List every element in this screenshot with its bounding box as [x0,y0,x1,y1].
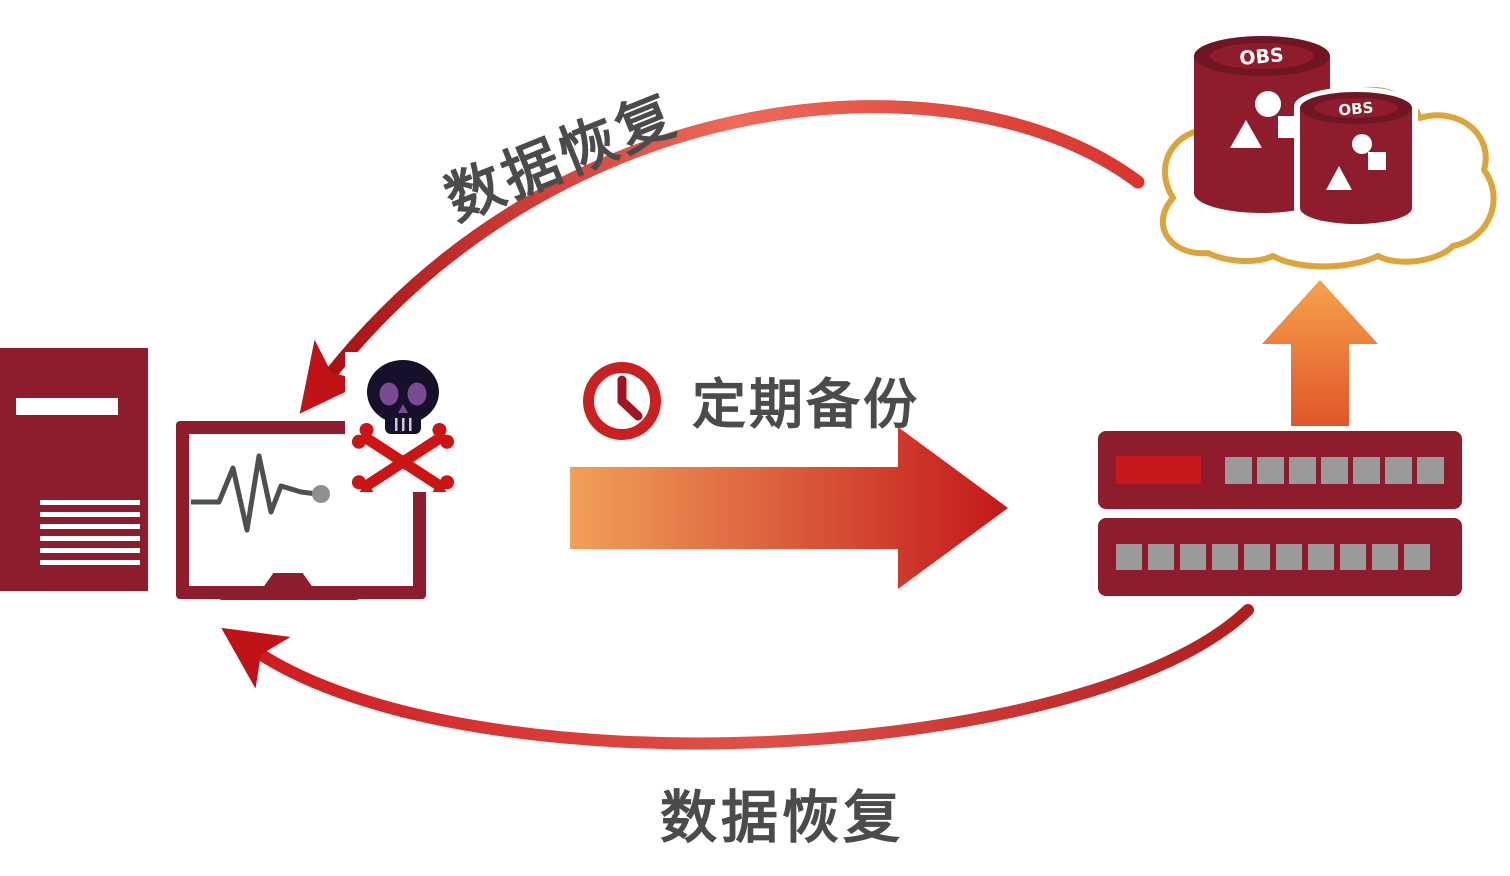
drum-triangle-glyph [1230,120,1262,148]
clock-hand-hour [617,396,643,421]
appliance-indicator [1116,456,1201,484]
drive-slot-row [1225,456,1444,484]
drive-slot [1321,456,1348,484]
drive-slot [1225,456,1252,484]
skull-crossbones-icon [345,352,461,502]
obs-label-left: OBS [1239,44,1285,70]
recovery-label-bottom: 数据恢复 [660,785,904,851]
backup-appliance-icon [1098,431,1462,596]
drive-slot [1276,544,1302,570]
drive-slot [1385,456,1412,484]
recovery-arrow-bottom-icon [221,604,1254,750]
appliance-unit-bottom [1098,518,1462,596]
server-tower-icon [0,348,148,591]
drive-slot [1148,544,1174,570]
server-vent-line [40,512,140,517]
up-arrow-shape [1262,280,1378,426]
drive-slot [1180,544,1206,570]
drum-circle-glyph [1255,91,1281,117]
upload-arrow-icon [1262,280,1378,426]
clock-icon [583,362,661,440]
server-panel-stripe [16,398,118,415]
drive-slot [1116,544,1142,570]
drum-circle-glyph [1352,134,1372,154]
skull-head [367,360,439,434]
drum-triangle-glyph [1326,166,1352,190]
right-arrow-shape [570,427,1008,589]
drum-square-glyph [1368,152,1386,170]
obs-label-right: OBS [1338,99,1374,120]
drive-slot [1289,456,1316,484]
periodic-backup-label: 定期备份 [692,373,920,436]
drive-slot [1417,456,1444,484]
drive-slot [1244,544,1270,570]
server-vent-line [40,500,140,505]
pulse-dot [312,485,330,503]
recovery-arrow-top-icon [299,100,1145,414]
clock-ring [583,362,661,440]
skull-crossbones-svg [351,360,455,502]
drive-slot [1404,544,1430,570]
monitor-stand-base [216,587,362,600]
monitor-stand-neck [262,573,314,589]
drive-slot [1340,544,1366,570]
drive-slot [1257,456,1284,484]
crossbone [351,422,455,502]
periodic-backup-arrow-icon [570,427,1008,589]
pulse-line-icon [191,453,330,533]
drive-slot [1372,544,1398,570]
server-vent-line [40,536,140,541]
drive-slot [1308,544,1334,570]
appliance-unit-top [1098,431,1462,509]
drive-slot [1212,544,1238,570]
obs-drum-right: OBS [1294,87,1418,229]
cloud-obs-icon: OBS OBS [1159,36,1497,270]
server-vent-line [40,548,140,553]
drive-slot [1353,456,1380,484]
server-vent-line [40,524,140,529]
drive-slot-row [1116,544,1430,570]
pulse-polyline [191,453,318,533]
server-vent-line [40,560,140,565]
